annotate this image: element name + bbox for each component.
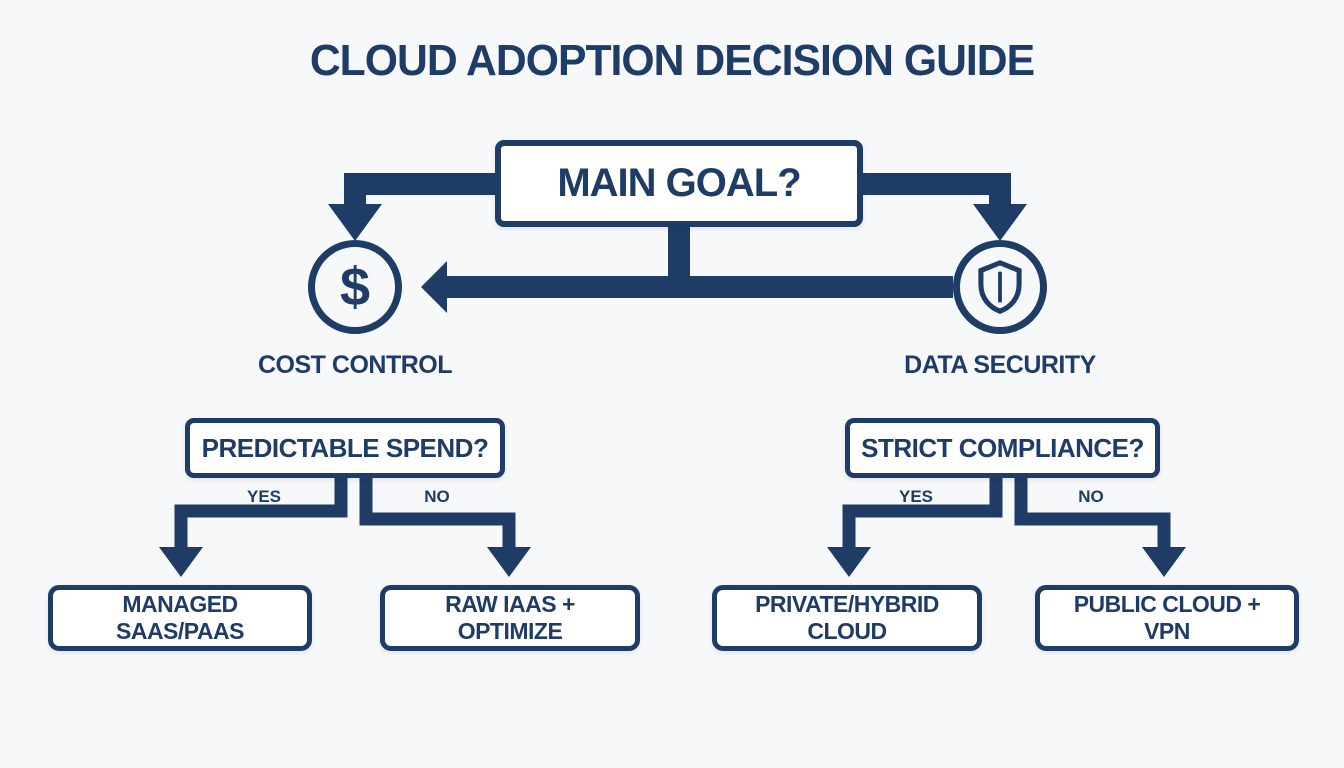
predictable-spend-node: PREDICTABLE SPEND? bbox=[185, 418, 505, 478]
spend-yes-label: YES bbox=[246, 487, 282, 506]
arrow-main-to-cost-line bbox=[344, 173, 499, 206]
arrow-compliance-no-head bbox=[1142, 547, 1186, 577]
outcome-public-cloud-vpn: PUBLIC CLOUD + VPN bbox=[1035, 585, 1299, 651]
page-title: CLOUD ADOPTION DECISION GUIDE bbox=[309, 36, 1035, 85]
outcome-managed-saas-paas: MANAGED SAAS/PAAS bbox=[48, 585, 312, 651]
arrow-main-to-cost-head bbox=[328, 204, 382, 241]
spend-no-label: NO bbox=[424, 487, 450, 506]
arrow-split-to-cost-head bbox=[421, 261, 447, 313]
outcome-raw-iaas-optimize: RAW IAAS + OPTIMIZE bbox=[380, 585, 640, 651]
arrow-compliance-yes-head bbox=[827, 547, 871, 577]
strict-compliance-node: STRICT COMPLIANCE? bbox=[845, 418, 1160, 478]
arrow-main-to-security-line bbox=[861, 173, 1011, 206]
cost-control-label: COST CONTROL bbox=[258, 351, 453, 379]
arrow-spend-no-head bbox=[487, 547, 531, 577]
arrow-spend-yes-head bbox=[159, 547, 203, 577]
main-goal-node: MAIN GOAL? bbox=[495, 140, 863, 227]
outcome-private-hybrid-cloud: PRIVATE/HYBRID CLOUD bbox=[712, 585, 982, 651]
dollar-glyph: $ bbox=[339, 257, 371, 317]
shield-icon bbox=[953, 240, 1047, 334]
dollar-icon: $ bbox=[308, 240, 402, 334]
compliance-no-label: NO bbox=[1078, 487, 1104, 506]
arrow-main-to-security-head bbox=[973, 204, 1027, 241]
data-security-label: DATA SECURITY bbox=[904, 351, 1096, 379]
compliance-yes-label: YES bbox=[898, 487, 934, 506]
shield-glyph bbox=[978, 260, 1022, 314]
